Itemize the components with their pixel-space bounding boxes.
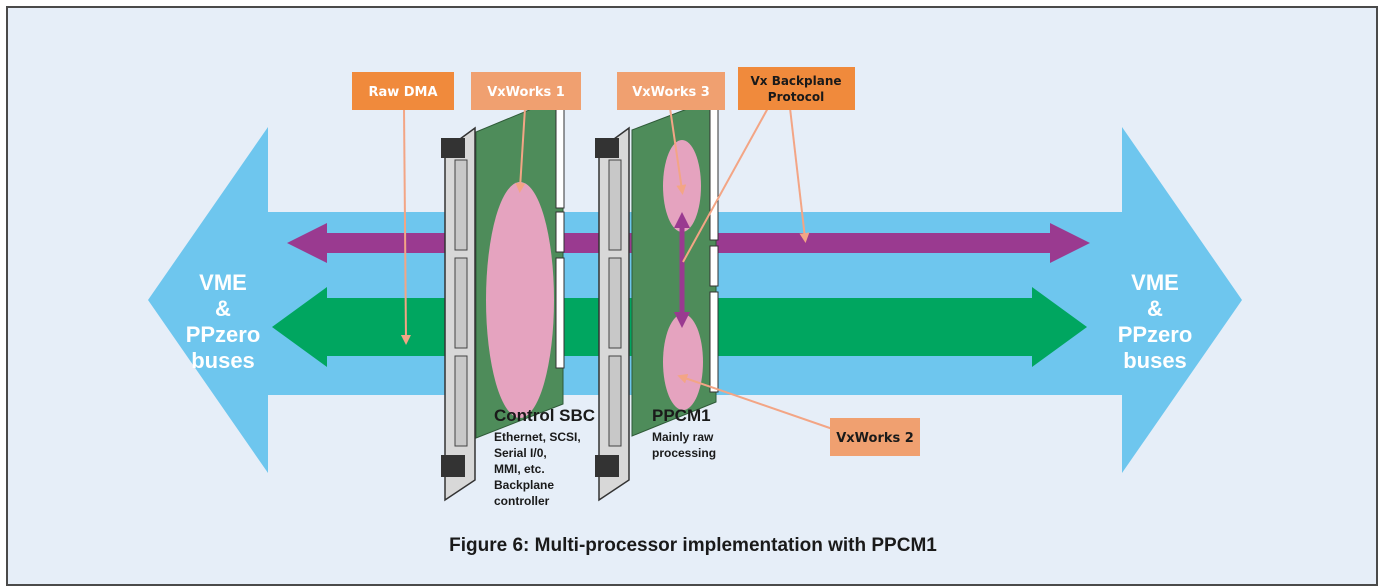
label-raw-dma: Raw DMA xyxy=(352,72,454,110)
bus-right-line1: VME xyxy=(1131,270,1179,295)
label-vxworks1: VxWorks 1 xyxy=(471,72,581,110)
control-sbc-title: Control SBC xyxy=(494,406,595,425)
svg-text:Protocol: Protocol xyxy=(768,90,824,104)
bus-right-line4: buses xyxy=(1123,348,1187,373)
bus-left-line4: buses xyxy=(191,348,255,373)
control-bottom-handle xyxy=(441,455,465,477)
bus-left-line2: & xyxy=(215,296,231,321)
control-sbc-board xyxy=(441,95,565,502)
vxworks2-processor xyxy=(663,314,703,410)
bus-left-line1: VME xyxy=(199,270,247,295)
svg-text:VxWorks 1: VxWorks 1 xyxy=(487,85,565,100)
label-vxworks3: VxWorks 3 xyxy=(617,72,725,110)
control-sbc-caption: Control SBC Ethernet, SCSI, Serial I/0, … xyxy=(494,406,595,508)
svg-text:Vx Backplane: Vx Backplane xyxy=(750,74,841,88)
control-desc-0: Ethernet, SCSI, xyxy=(494,430,581,444)
diagram-canvas: VME & PPzero buses VME & PPzero buses xyxy=(148,67,1242,556)
control-desc-1: Serial I/0, xyxy=(494,446,547,460)
ppcm-top-handle xyxy=(595,138,619,158)
bus-label-right: VME & PPzero buses xyxy=(1118,270,1193,373)
ppcm1-desc-1: processing xyxy=(652,446,716,460)
label-vx-backplane: Vx Backplane Protocol xyxy=(738,67,855,110)
bus-left-line3: PPzero xyxy=(186,322,261,347)
control-top-handle xyxy=(441,138,465,158)
connector-lines xyxy=(400,107,851,436)
ppcm1-board xyxy=(595,97,719,502)
bus-right-line2: & xyxy=(1147,296,1163,321)
svg-text:VxWorks 2: VxWorks 2 xyxy=(836,431,914,446)
bus-right-line3: PPzero xyxy=(1118,322,1193,347)
control-desc-2: MMI, etc. xyxy=(494,462,545,476)
control-desc-4: controller xyxy=(494,494,550,508)
label-vxworks2: VxWorks 2 xyxy=(830,418,920,456)
svg-text:VxWorks 3: VxWorks 3 xyxy=(632,85,710,100)
ppcm1-title: PPCM1 xyxy=(652,406,711,425)
ppcm1-desc-0: Mainly raw xyxy=(652,430,714,444)
vxworks1-processor xyxy=(486,182,554,418)
bus-label-left: VME & PPzero buses xyxy=(186,270,261,373)
svg-text:Raw DMA: Raw DMA xyxy=(368,85,437,100)
figure-caption: Figure 6: Multi-processor implementation… xyxy=(449,535,937,556)
ppcm-bottom-handle xyxy=(595,455,619,477)
ppcm1-caption: PPCM1 Mainly raw processing xyxy=(652,406,716,460)
control-desc-3: Backplane xyxy=(494,478,554,492)
